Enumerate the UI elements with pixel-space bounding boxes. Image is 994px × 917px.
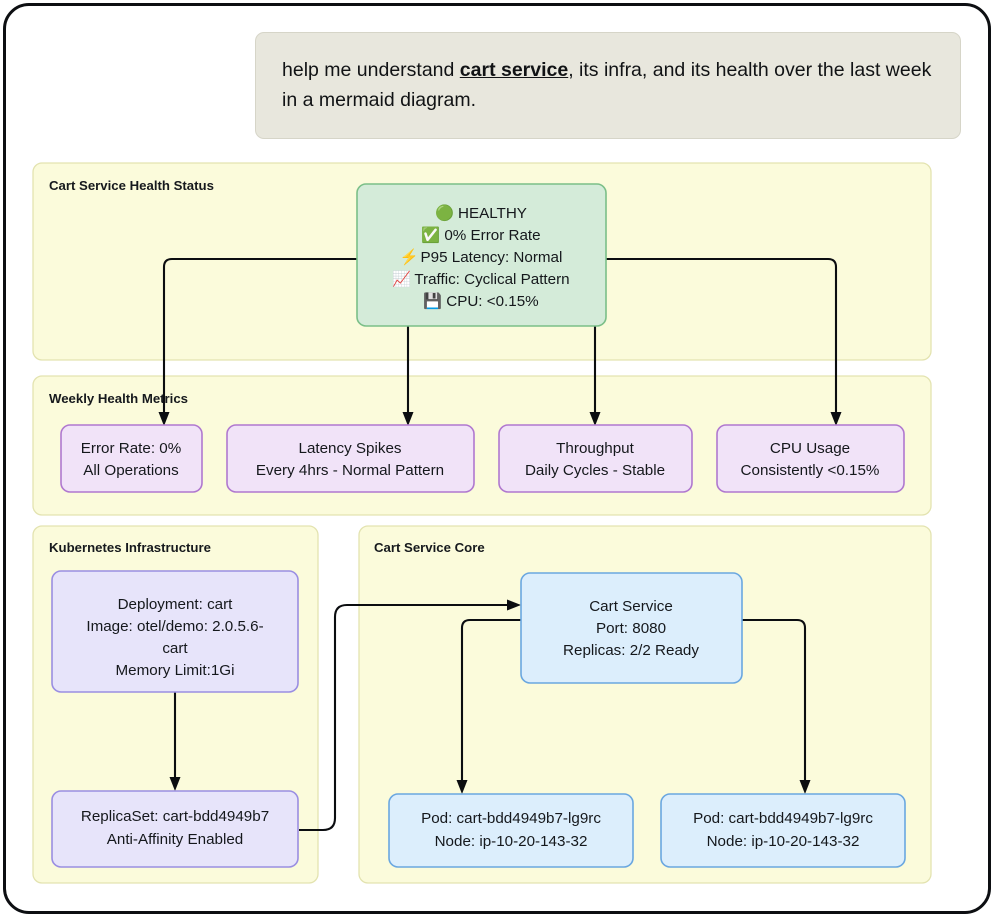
node-deployment-line-1: Image: otel/demo: 2.0.5.6-	[86, 618, 263, 635]
node-throughput[interactable]: Throughput Daily Cycles - Stable	[498, 424, 693, 493]
node-replicaset[interactable]: ReplicaSet: cart-bdd4949b7 Anti-Affinity…	[51, 790, 299, 868]
node-error-rate-line-1: All Operations	[83, 462, 179, 479]
floppy-disk-icon: 💾	[423, 292, 442, 310]
green-circle-icon: 🟢	[435, 204, 454, 222]
high-voltage-icon: ⚡	[400, 248, 419, 266]
check-mark-button-icon: ✅	[421, 226, 440, 244]
node-health-status-line-0: 🟢HEALTHY	[435, 204, 527, 222]
subgraph-k8s-infrastructure-title: Kubernetes Infrastructure	[49, 540, 211, 555]
node-health-status-line-2: ⚡P95 Latency: Normal	[400, 248, 563, 266]
node-cart-service-line-2: Replicas: 2/2 Ready	[563, 642, 699, 659]
node-latency-spikes-line-1: Every 4hrs - Normal Pattern	[256, 462, 444, 479]
node-latency-spikes-box[interactable]	[226, 424, 475, 493]
node-cpu-usage-box[interactable]	[716, 424, 905, 493]
node-cpu-usage[interactable]: CPU Usage Consistently <0.15%	[716, 424, 905, 493]
edge-health-to-latency	[402, 325, 414, 426]
node-cart-service-line-0: Cart Service	[589, 598, 673, 615]
node-health-status-line-3: 📈Traffic: Cyclical Pattern	[392, 270, 569, 288]
node-deployment-line-3: Memory Limit:1Gi	[116, 662, 235, 679]
node-pod-two-line-1: Node: ip-10-20-143-32	[707, 833, 860, 850]
prompt-emphasis-cart-service: cart service	[459, 59, 569, 81]
arrow-head-icon	[158, 412, 170, 426]
edge-health-to-cpu-usage	[606, 257, 842, 426]
node-cart-service-line-1: Port: 8080	[596, 620, 666, 637]
arrow-head-icon	[169, 777, 181, 791]
prompt-text-after: , its infra, and its health over the las…	[282, 59, 932, 111]
node-throughput-line-1: Daily Cycles - Stable	[525, 462, 665, 479]
node-health-status-line-4: 💾CPU: <0.15%	[423, 292, 538, 310]
node-error-rate-line-0: Error Rate: 0%	[81, 440, 181, 457]
node-deployment-line-2: cart	[162, 640, 188, 657]
edge-health-to-throughput	[589, 325, 601, 426]
subgraph-health-status-title: Cart Service Health Status	[49, 178, 214, 193]
edge-cart-service-to-pod-two	[742, 618, 811, 794]
arrow-head-icon	[402, 412, 414, 426]
edge-deployment-to-replicaset	[169, 692, 181, 791]
node-pod-one-line-1: Node: ip-10-20-143-32	[435, 833, 588, 850]
arrow-head-icon	[456, 780, 468, 794]
node-pod-one-line-0: Pod: cart-bdd4949b7-lg9rc	[421, 810, 601, 827]
prompt-text-before: help me understand	[282, 59, 460, 81]
node-cpu-usage-line-0: CPU Usage	[770, 440, 850, 457]
node-cart-service-box[interactable]	[520, 572, 743, 684]
node-latency-spikes[interactable]: Latency Spikes Every 4hrs - Normal Patte…	[226, 424, 475, 493]
user-prompt-bubble: help me understand cart service, its inf…	[255, 32, 961, 139]
node-replicaset-line-1: Anti-Affinity Enabled	[107, 831, 244, 848]
subgraph-weekly-metrics-title: Weekly Health Metrics	[49, 391, 188, 406]
node-pod-two-box[interactable]	[660, 793, 906, 868]
node-pod-two[interactable]: Pod: cart-bdd4949b7-lg9rc Node: ip-10-20…	[660, 793, 906, 868]
node-replicaset-box[interactable]	[51, 790, 299, 868]
subgraph-cart-service-core-title: Cart Service Core	[374, 540, 485, 555]
node-deployment-box[interactable]	[51, 570, 299, 693]
node-pod-two-line-0: Pod: cart-bdd4949b7-lg9rc	[693, 810, 873, 827]
node-throughput-box[interactable]	[498, 424, 693, 493]
node-error-rate-box[interactable]	[60, 424, 203, 493]
node-deployment-line-0: Deployment: cart	[118, 596, 234, 613]
chart-increasing-icon: 📈	[392, 270, 411, 288]
node-cpu-usage-line-1: Consistently <0.15%	[741, 462, 880, 479]
arrow-head-icon	[589, 412, 601, 426]
node-error-rate[interactable]: Error Rate: 0% All Operations	[60, 424, 203, 493]
arrow-head-icon	[830, 412, 842, 426]
node-pod-one-box[interactable]	[388, 793, 634, 868]
node-cart-service[interactable]: Cart Service Port: 8080 Replicas: 2/2 Re…	[520, 572, 743, 684]
node-health-status-line-1: ✅0% Error Rate	[421, 226, 540, 244]
node-health-status-box[interactable]	[356, 183, 607, 327]
node-health-status[interactable]: 🟢HEALTHY ✅0% Error Rate ⚡P95 Latency: No…	[356, 183, 607, 327]
node-deployment[interactable]: Deployment: cart Image: otel/demo: 2.0.5…	[51, 570, 299, 693]
edge-cart-service-to-pod-one	[456, 618, 521, 794]
node-throughput-line-0: Throughput	[556, 440, 634, 457]
node-replicaset-line-0: ReplicaSet: cart-bdd4949b7	[81, 808, 269, 825]
edge-health-to-error-rate	[158, 257, 357, 426]
node-pod-one[interactable]: Pod: cart-bdd4949b7-lg9rc Node: ip-10-20…	[388, 793, 634, 868]
arrow-head-icon	[507, 599, 521, 611]
arrow-head-icon	[799, 780, 811, 794]
edge-replicaset-to-cart-service	[299, 599, 521, 832]
node-latency-spikes-line-0: Latency Spikes	[299, 440, 402, 457]
